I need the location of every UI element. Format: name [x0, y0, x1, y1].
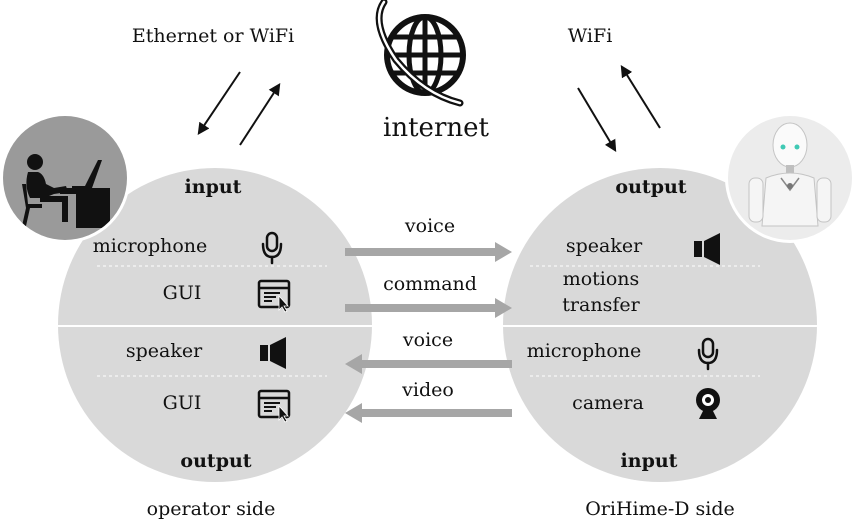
internet-label: internet — [383, 113, 489, 143]
globe-icon — [375, 0, 466, 107]
operator-output-item-label: speaker — [125, 340, 203, 362]
operator-side-caption: operator side — [146, 498, 276, 520]
command-flow-arrow-right — [345, 298, 512, 318]
robot-output-item-label: transfer — [562, 294, 640, 316]
download-arrow — [197, 71, 241, 135]
microphone-icon — [697, 337, 719, 371]
operator-output-header: output — [180, 450, 252, 472]
video-flow-arrow-left — [345, 403, 512, 423]
flow-label: voice — [404, 215, 456, 237]
robot-input-header: input — [620, 450, 678, 472]
robot-input-item-label: microphone — [526, 340, 642, 362]
speaker-icon — [694, 233, 720, 265]
orihime-d-robot-icon — [725, 113, 854, 243]
operator-input-item-label: microphone — [92, 235, 208, 257]
microphone-icon — [261, 231, 283, 265]
voice-flow-arrow-right — [345, 242, 512, 262]
robot-connection-label: WiFi — [567, 25, 613, 47]
operator-input-header: input — [184, 176, 242, 198]
flow-label: video — [402, 379, 454, 401]
robot-side-caption: OriHime-D side — [585, 498, 735, 520]
voice-flow-arrow-left — [345, 354, 512, 374]
robot-output-header: output — [615, 176, 687, 198]
robot-output-item-label: motions — [562, 268, 640, 290]
gui-window-icon — [257, 389, 291, 423]
robot-input-item-label: camera — [572, 392, 644, 414]
operator-avatar-icon — [0, 113, 130, 243]
flow-arrows — [345, 242, 512, 423]
robot-output-item-label: speaker — [565, 235, 643, 257]
operator-output-item-label: GUI — [162, 392, 202, 414]
upload-arrow — [239, 82, 281, 146]
download-arrow — [577, 87, 617, 153]
webcam-icon — [696, 388, 720, 419]
speaker-icon — [260, 337, 286, 369]
flow-label: voice — [402, 329, 454, 351]
gui-window-icon — [257, 279, 291, 313]
flow-label: command — [383, 273, 477, 295]
operator-connection-label: Ethernet or WiFi — [131, 25, 295, 47]
upload-arrow — [620, 64, 661, 129]
operator-input-item-label: GUI — [162, 282, 202, 304]
